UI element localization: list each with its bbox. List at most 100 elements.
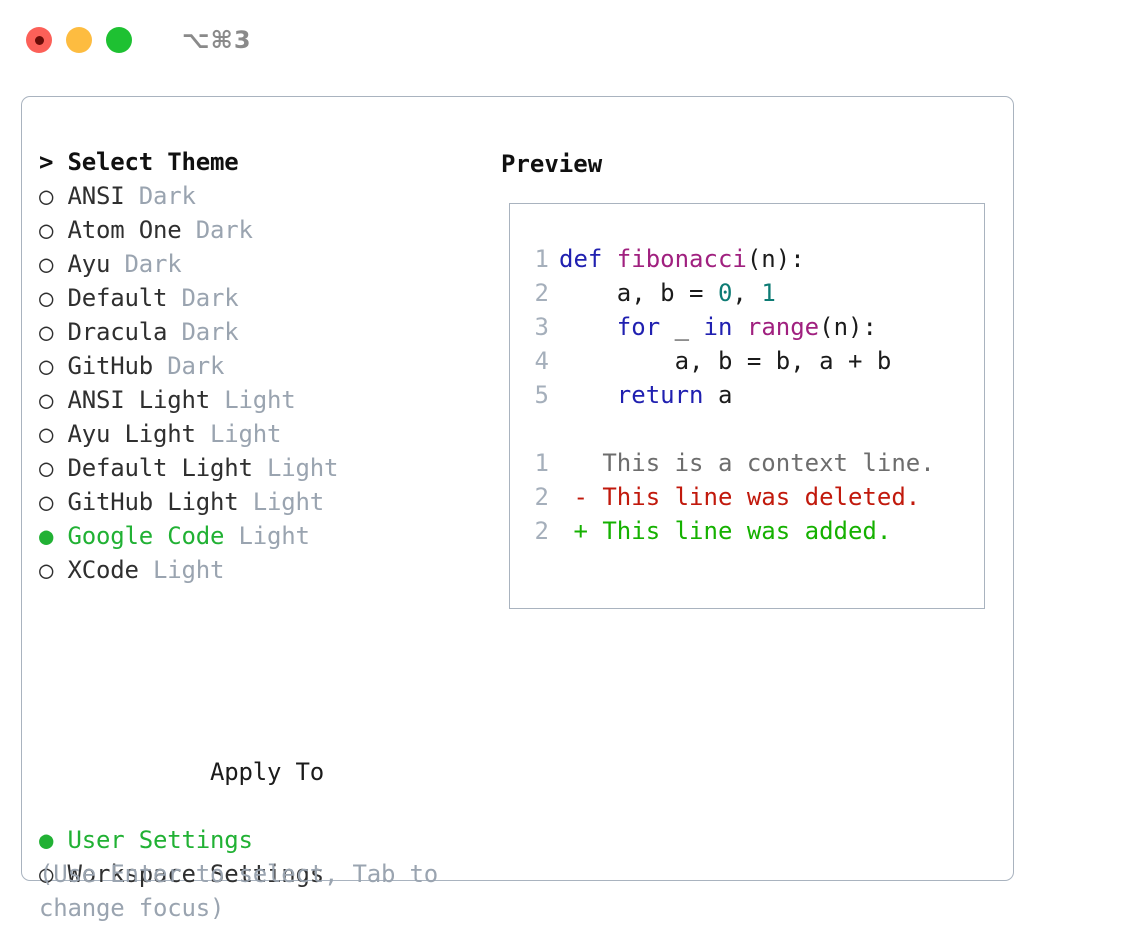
spacer [53,420,67,448]
spacer [53,284,67,312]
apply-to-heading: Apply To [39,721,499,823]
keyboard-shortcut-label: ⌥⌘3 [182,26,252,54]
code-token-plain [732,313,746,341]
radio-unselected-icon: ○ [39,318,54,346]
apply-to-option-label: User Settings [67,826,253,854]
radio-unselected-icon: ○ [39,216,54,244]
theme-item-label: Default [67,284,168,312]
radio-unselected-icon: ○ [39,284,54,312]
apply-to-option-user-settings[interactable]: ● User Settings [39,823,499,857]
theme-item-ansi[interactable]: ○ ANSI Dark [39,179,499,213]
spacer [53,556,67,584]
diff-line-text: This is a context line. [559,449,935,477]
theme-item-ayu-light[interactable]: ○ Ayu Light Light [39,417,499,451]
apply-to-option-label: Workspace Settings [67,860,325,888]
code-token-fn: range [746,313,820,341]
code-token-kw: for [616,313,661,341]
line-number: 3 [534,313,549,341]
code-line: 2 a, b = 0, 1 [527,276,935,310]
diff-line: 1 This is a context line. [527,446,935,480]
theme-list: ○ ANSI Dark○ Atom One Dark○ Ayu Dark○ De… [39,179,499,587]
theme-item-atom-one[interactable]: ○ Atom One Dark [39,213,499,247]
radio-unselected-icon: ○ [39,352,54,380]
theme-item-label: GitHub [67,352,154,380]
spacer [53,352,67,380]
apply-to-heading-text: Apply To [210,758,324,786]
radio-unselected-icon: ○ [39,386,54,414]
theme-item-label: XCode [67,556,139,584]
code-token-kw: in [703,313,733,341]
radio-unselected-icon: ○ [39,420,54,448]
radio-selected-icon: ● [39,522,54,550]
theme-item-google-code[interactable]: ● Google Code Light [39,519,499,553]
spacer [53,182,67,210]
minimize-button[interactable] [66,27,92,53]
theme-item-label: GitHub Light [67,488,239,516]
spacer [210,386,224,414]
theme-item-kind: Light [252,488,324,516]
radio-unselected-icon: ○ [39,454,54,482]
spacer [125,182,139,210]
apply-to-option-workspace-settings[interactable]: ○ Workspace Settings [39,857,499,891]
theme-item-default[interactable]: ○ Default Dark [39,281,499,315]
diff-line: 2 - This line was deleted. [527,480,935,514]
theme-item-label: Atom One [67,216,182,244]
close-button[interactable] [26,27,52,53]
theme-list-column: > Select Theme ○ ANSI Dark○ Atom One Dar… [39,145,499,587]
theme-item-github[interactable]: ○ GitHub Dark [39,349,499,383]
theme-item-kind: Light [267,454,339,482]
spacer [182,216,196,244]
code-token-plain: a, b = [559,279,718,307]
theme-item-kind: Light [238,522,310,550]
spacer [224,522,238,550]
spacer [53,216,67,244]
code-token-plain: _ [660,313,704,341]
spacer [253,454,267,482]
theme-item-kind: Dark [138,182,196,210]
spacer [196,420,210,448]
theme-item-kind: Dark [195,216,253,244]
code-line: 4 a, b = b, a + b [527,344,935,378]
spacer [53,250,67,278]
zoom-button[interactable] [106,27,132,53]
line-number: 5 [534,381,549,409]
spacer [239,488,253,516]
apply-to-section: Apply To ● User Settings○ Workspace Sett… [39,721,499,891]
line-number: 4 [534,347,549,375]
theme-item-ansi-light[interactable]: ○ ANSI Light Light [39,383,499,417]
spacer [53,454,67,482]
theme-item-xcode[interactable]: ○ XCode Light [39,553,499,587]
spacer [167,318,181,346]
theme-item-kind: Light [224,386,296,414]
radio-unselected-icon: ○ [39,488,54,516]
spacer [53,488,67,516]
code-token-punct: (n): [819,313,877,341]
radio-unselected-icon: ○ [39,556,54,584]
line-number: 2 [534,483,549,511]
code-token-num: 0 [717,279,733,307]
theme-item-default-light[interactable]: ○ Default Light Light [39,451,499,485]
theme-selector-panel: > Select Theme ○ ANSI Dark○ Atom One Dar… [21,96,1014,922]
preview-heading: Preview [501,150,603,178]
code-token-plain [559,313,617,341]
spacer [167,284,181,312]
theme-item-ayu[interactable]: ○ Ayu Dark [39,247,499,281]
theme-item-kind: Dark [167,352,225,380]
code-token-plain: a [703,381,733,409]
theme-item-label: Ayu Light [67,420,196,448]
diff-line-text: - This line was deleted. [559,483,921,511]
theme-item-kind: Light [153,556,225,584]
theme-item-github-light[interactable]: ○ GitHub Light Light [39,485,499,519]
spacer [110,250,124,278]
radio-unselected-icon: ○ [39,250,54,278]
line-number: 1 [534,245,549,273]
theme-item-kind: Dark [181,318,239,346]
line-number: 1 [534,449,549,477]
line-number: 2 [534,517,549,545]
spacer [139,556,153,584]
theme-item-dracula[interactable]: ○ Dracula Dark [39,315,499,349]
line-number: 2 [534,279,549,307]
